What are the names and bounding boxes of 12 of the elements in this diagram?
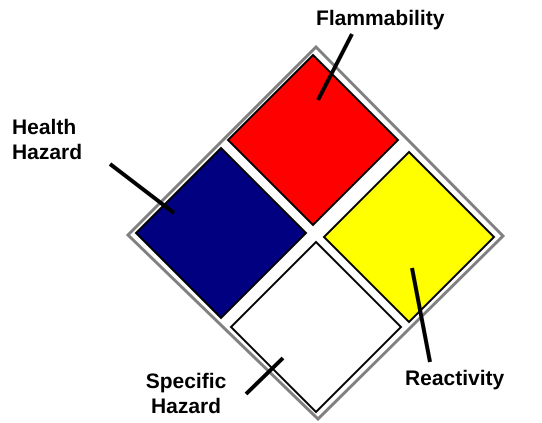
callout-label: Specific Hazard <box>126 369 246 419</box>
leader-line <box>316 33 354 101</box>
callout-label: Health Hazard <box>12 115 122 165</box>
leader-line <box>108 162 176 215</box>
hazard-diamond <box>323 151 495 323</box>
callout-label: Flammability <box>316 6 446 31</box>
leader-line <box>410 268 432 362</box>
hazard-diamond <box>230 241 402 413</box>
leader-line <box>244 356 284 396</box>
hazard-diamond <box>227 54 399 226</box>
hazard-diamond <box>135 147 307 319</box>
callout-label: Reactivity <box>405 366 535 391</box>
